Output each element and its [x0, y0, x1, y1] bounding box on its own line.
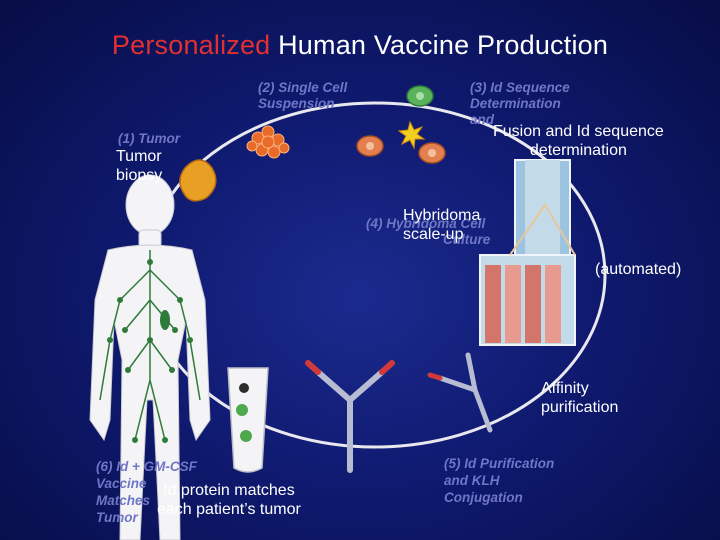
step-6-label-line4: Tumor [96, 510, 138, 526]
antibody-icon [308, 363, 392, 470]
id-protein-line2: each patient’s tumor [157, 500, 301, 519]
cell-cluster-icon [247, 126, 289, 158]
antibody-icon [430, 355, 490, 430]
vaccine-vial-icon [228, 368, 268, 472]
step-3-label-line3: and [470, 112, 494, 128]
step-5-label-line2: and KLH [444, 473, 500, 489]
step-3-label-line2: Determination [470, 96, 561, 112]
affinity-line1: Affinity [541, 379, 618, 398]
step-6-label-line2: Vaccine [96, 476, 147, 492]
hybridoma-line2: scale-up [403, 225, 480, 244]
fusion-cells-icon [357, 86, 445, 163]
fusion-line1: Fusion and Id sequence [493, 122, 664, 141]
tumor-biopsy-line2: biopsy [116, 166, 162, 185]
bioreactor-icon [480, 160, 575, 345]
id-protein-line1: Id protein matches [157, 481, 301, 500]
step-1-label: (1) Tumor [118, 131, 180, 147]
step-5-label-line3: Conjugation [444, 490, 523, 506]
affinity-label: Affinity purification [541, 379, 618, 417]
step-6-label-line1: (6) Id + GM-CSF [96, 459, 197, 475]
step-2-label-line1: (2) Single Cell [258, 80, 347, 96]
hybridoma-label: Hybridoma scale-up [403, 206, 480, 244]
step-2-label-line2: Suspension [258, 96, 335, 112]
hybridoma-line1: Hybridoma [403, 206, 480, 225]
affinity-line2: purification [541, 398, 618, 417]
tumor-biopsy-label: Tumor biopsy [116, 147, 162, 185]
id-protein-label: Id protein matches each patient’s tumor [157, 481, 301, 519]
fusion-label: Fusion and Id sequence determination [493, 122, 664, 160]
tumor-biopsy-line1: Tumor [116, 147, 162, 166]
step-3-label-line1: (3) Id Sequence [470, 80, 570, 96]
automated-label: (automated) [595, 260, 681, 279]
step-5-label-line1: (5) Id Purification [444, 456, 554, 472]
tumor-biopsy-icon [180, 160, 216, 201]
step-6-label-line3: Matches [96, 493, 150, 509]
fusion-line2: determination [493, 141, 664, 160]
